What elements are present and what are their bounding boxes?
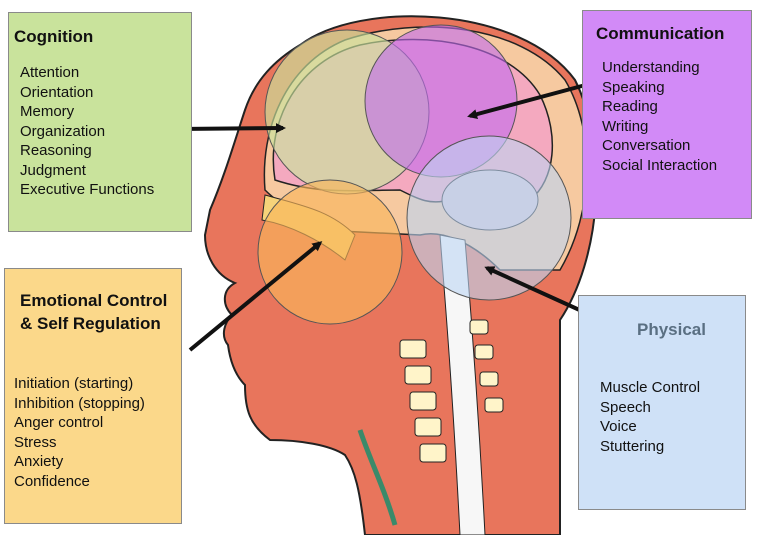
communication-arrow (467, 81, 594, 120)
list-item: Reading (602, 98, 658, 115)
communication-box: Communication Understanding Speaking Rea… (582, 10, 752, 219)
communication-title: Communication (596, 24, 725, 43)
list-item: Understanding (602, 59, 700, 76)
list-item: Initiation (starting) (14, 375, 134, 392)
physical-list: Muscle Control Speech Voice Stuttering (600, 378, 700, 456)
list-item: Voice (600, 418, 637, 435)
list-item: Executive Functions (20, 181, 155, 198)
physical-box: Physical Muscle Control Speech Voice Stu… (578, 295, 746, 510)
cognition-arrow (177, 123, 286, 134)
list-item: Speaking (602, 78, 665, 96)
physical-zone-circle (406, 135, 572, 301)
airway (357, 429, 398, 526)
list-item: Writing (602, 117, 649, 135)
list-item: Reasoning (20, 142, 92, 159)
list-item: Anxiety (14, 453, 64, 470)
spinal-cord (439, 234, 486, 535)
list-item: Attention (20, 64, 80, 81)
emotional-arrow (188, 241, 323, 352)
list-item: Speech (600, 398, 651, 416)
list-item: Stuttering (600, 437, 665, 455)
emotional-title: Emotional Control & Self Regulation (20, 291, 168, 333)
list-item: Muscle Control (600, 379, 701, 396)
list-item: Anger control (14, 414, 104, 431)
cognition-title: Cognition (14, 27, 94, 46)
emotional-zone-circle (257, 179, 403, 325)
emotional-box: Emotional Control & Self Regulation Init… (4, 268, 182, 524)
cognition-box: Cognition Attention Orientation Memory O… (8, 12, 192, 232)
list-item: Confidence (14, 472, 90, 490)
emotional-list: Initiation (starting) Inhibition (stoppi… (14, 374, 145, 491)
physical-title: Physical (637, 320, 706, 339)
list-item: Conversation (602, 137, 691, 154)
list-item: Orientation (20, 83, 94, 101)
vertebrae (399, 319, 504, 463)
communication-list: Understanding Speaking Reading Writing C… (602, 58, 717, 175)
list-item: Judgment (20, 161, 86, 179)
list-item: Memory (20, 103, 75, 120)
list-item: Social Interaction (602, 156, 718, 174)
list-item: Stress (14, 433, 57, 451)
list-item: Organization (20, 122, 106, 140)
cognition-list: Attention Orientation Memory Organizatio… (20, 63, 154, 200)
list-item: Inhibition (stopping) (14, 394, 145, 412)
